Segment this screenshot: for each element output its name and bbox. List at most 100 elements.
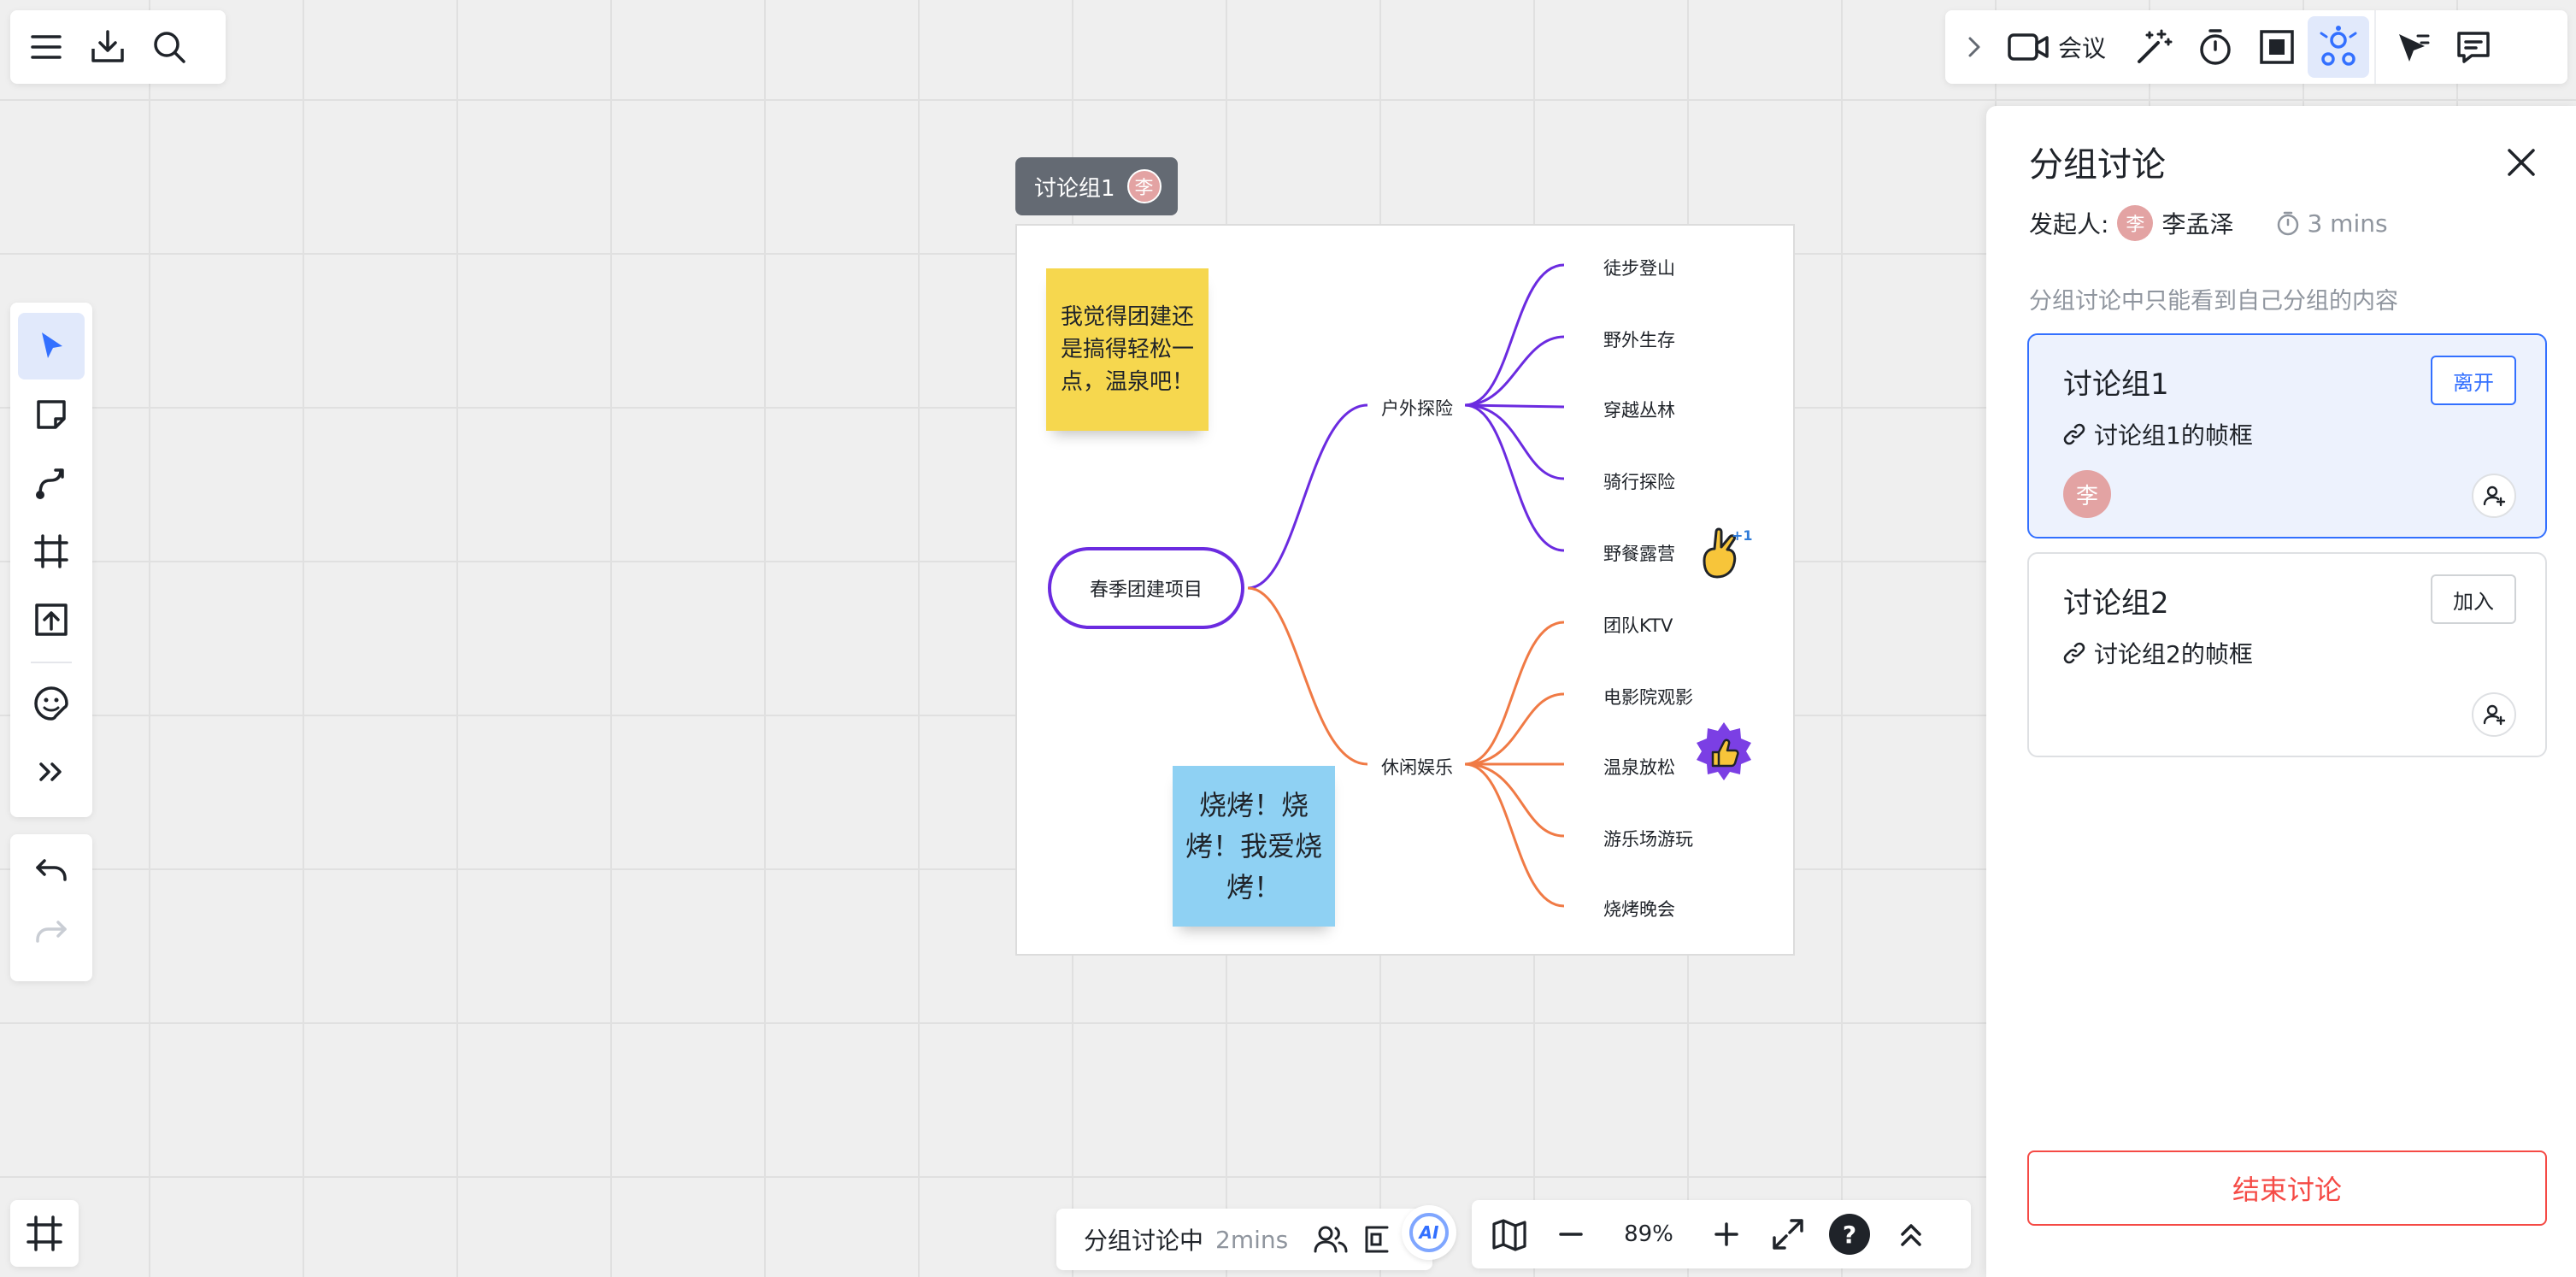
comment-icon[interactable] <box>2443 16 2504 78</box>
end-discussion-button[interactable]: 结束讨论 <box>2027 1150 2547 1226</box>
top-left-toolbar <box>10 10 226 84</box>
initiator-name: 李孟泽 <box>2161 210 2234 238</box>
magic-wand-icon[interactable] <box>2123 16 2185 78</box>
laser-pointer-icon[interactable] <box>2381 16 2443 78</box>
sticky-note-yellow[interactable]: 我觉得团建还是搞得轻松一点，温泉吧！ <box>1046 268 1209 431</box>
status-label: 分组讨论中 <box>1084 1227 1204 1255</box>
svg-text:+1: +1 <box>1732 527 1753 544</box>
frame-tag-avatar: 李 <box>1126 169 1162 203</box>
help-icon[interactable]: ? <box>1819 1203 1880 1265</box>
connector-leisure-4 <box>1464 762 1565 838</box>
frame-tag[interactable]: 讨论组1 李 <box>1015 157 1178 215</box>
menu-icon[interactable] <box>15 16 77 78</box>
group-name: 讨论组2 <box>2063 586 2169 621</box>
ai-label: AI <box>1409 1213 1449 1252</box>
upload-icon[interactable] <box>18 586 85 653</box>
mindmap-leaf[interactable]: 徒步登山 <box>1603 258 1675 279</box>
mindmap-connectors <box>1247 263 1565 908</box>
member-avatar: 李 <box>2063 470 2111 518</box>
frame-grid-icon[interactable] <box>2246 16 2308 78</box>
thumbs-up-badge-sticker-icon[interactable] <box>1692 720 1756 783</box>
mindmap-leaf[interactable]: 野外生存 <box>1603 330 1675 350</box>
pointer-icon[interactable] <box>18 313 85 380</box>
initiator-label: 发起人: <box>2029 210 2109 238</box>
map-icon[interactable] <box>1479 1203 1540 1265</box>
breakout-groups-icon[interactable] <box>2308 16 2370 78</box>
group-card-2[interactable]: 讨论组2 加入 讨论组2的帧框 <box>2027 552 2547 757</box>
connector-leisure-2 <box>1464 692 1565 766</box>
mindmap-branch-leisure[interactable]: 休闲娱乐 <box>1381 757 1453 778</box>
connector-root-outdoor <box>1247 403 1368 590</box>
more-icon[interactable] <box>18 739 85 805</box>
connector-outdoor-1 <box>1464 263 1565 407</box>
add-member-icon[interactable] <box>2472 474 2516 518</box>
link-icon <box>2063 642 2094 664</box>
rail-divider <box>31 662 72 663</box>
add-member-icon[interactable] <box>2472 692 2516 737</box>
group-name: 讨论组1 <box>2063 368 2169 402</box>
mindmap-root-node[interactable]: 春季团建项目 <box>1048 547 1244 629</box>
sticky-note-icon[interactable] <box>18 381 85 448</box>
meeting-button[interactable]: 会议 <box>2007 30 2106 64</box>
group-frame-link-label: 讨论组1的帧框 <box>2094 421 2253 450</box>
mindmap-leaf[interactable]: 游乐场游玩 <box>1603 829 1693 850</box>
redo-icon[interactable] <box>21 901 82 962</box>
connector-root-leisure <box>1247 586 1368 766</box>
connector-leisure-1 <box>1464 621 1565 766</box>
panel-title: 分组讨论 <box>2029 145 2166 185</box>
top-right-toolbar: 会议 <box>1945 10 2567 84</box>
close-icon[interactable] <box>2491 132 2552 193</box>
mindmap-leaf[interactable]: 团队KTV <box>1603 615 1673 636</box>
join-group-button[interactable]: 加入 <box>2431 574 2516 624</box>
undo-icon[interactable] <box>21 839 82 901</box>
search-icon[interactable] <box>138 16 200 78</box>
status-time: 2mins <box>1215 1225 1289 1254</box>
connector-outdoor-3 <box>1464 403 1565 409</box>
toolbar-divider <box>2374 10 2377 84</box>
zoom-level[interactable]: 89% <box>1624 1221 1673 1247</box>
initiator-row: 发起人: 李 李孟泽 3 mins <box>2029 205 2388 241</box>
mindmap-leaf[interactable]: 温泉放松 <box>1603 757 1675 778</box>
help-label: ? <box>1829 1214 1870 1255</box>
timer-value: 3 mins <box>2307 209 2388 238</box>
mindmap-leaf[interactable]: 穿越丛林 <box>1603 400 1675 421</box>
frame-outline-icon[interactable] <box>1363 1224 1389 1255</box>
connector-outdoor-4 <box>1464 403 1565 480</box>
group-frame-link-label: 讨论组2的帧框 <box>2094 640 2253 668</box>
connector-leisure-5 <box>1464 762 1565 908</box>
frame-list-icon[interactable] <box>10 1200 79 1267</box>
connector-outdoor-5 <box>1464 403 1565 552</box>
collapse-chevron-icon[interactable] <box>1950 16 1998 78</box>
frame-tag-label: 讨论组1 <box>1034 175 1115 202</box>
mindmap-leaf[interactable]: 烧烤晚会 <box>1603 899 1675 920</box>
link-icon <box>2063 423 2094 445</box>
download-icon[interactable] <box>77 16 138 78</box>
sticker-icon[interactable] <box>18 670 85 737</box>
sticky-note-blue[interactable]: 烧烤！烧烤！我爱烧烤！ <box>1173 766 1335 927</box>
plus-one-hand-sticker-icon[interactable]: +1 <box>1697 523 1754 583</box>
frame-icon[interactable] <box>18 518 85 585</box>
mindmap-leaf[interactable]: 骑行探险 <box>1603 472 1675 492</box>
zoom-out-icon[interactable] <box>1540 1203 1602 1265</box>
group-frame-link[interactable]: 讨论组2的帧框 <box>2063 636 2253 670</box>
panel-hint: 分组讨论中只能看到自己分组的内容 <box>2029 288 2398 315</box>
zoom-toolbar: 89% ? <box>1472 1200 1971 1268</box>
connector-icon[interactable] <box>18 450 85 516</box>
participants-icon[interactable] <box>1314 1224 1348 1255</box>
group-card-1[interactable]: 讨论组1 离开 讨论组1的帧框 李 <box>2027 333 2547 538</box>
timer-readout: 3 mins <box>2276 209 2388 238</box>
mindmap-leaf[interactable]: 电影院观影 <box>1603 687 1693 708</box>
mindmap-leaf[interactable]: 野餐露营 <box>1603 544 1675 564</box>
leave-group-button[interactable]: 离开 <box>2431 356 2516 405</box>
group-frame-link[interactable]: 讨论组1的帧框 <box>2063 417 2253 451</box>
timer-icon[interactable] <box>2185 16 2246 78</box>
zoom-in-icon[interactable] <box>1696 1203 1757 1265</box>
fit-screen-icon[interactable] <box>1757 1203 1819 1265</box>
mindmap-branch-outdoor[interactable]: 户外探险 <box>1381 398 1453 419</box>
expand-up-icon[interactable] <box>1880 1203 1942 1265</box>
ai-assistant-button[interactable]: AI <box>1402 1205 1456 1260</box>
breakout-status-bar[interactable]: 分组讨论中 2mins <box>1056 1209 1432 1270</box>
tool-rail <box>10 303 92 817</box>
history-rail <box>10 834 92 981</box>
canvas-frame[interactable]: 我觉得团建还是搞得轻松一点，温泉吧！ 烧烤！烧烤！我爱烧烤！ 春季团建项目 户外… <box>1015 224 1795 956</box>
